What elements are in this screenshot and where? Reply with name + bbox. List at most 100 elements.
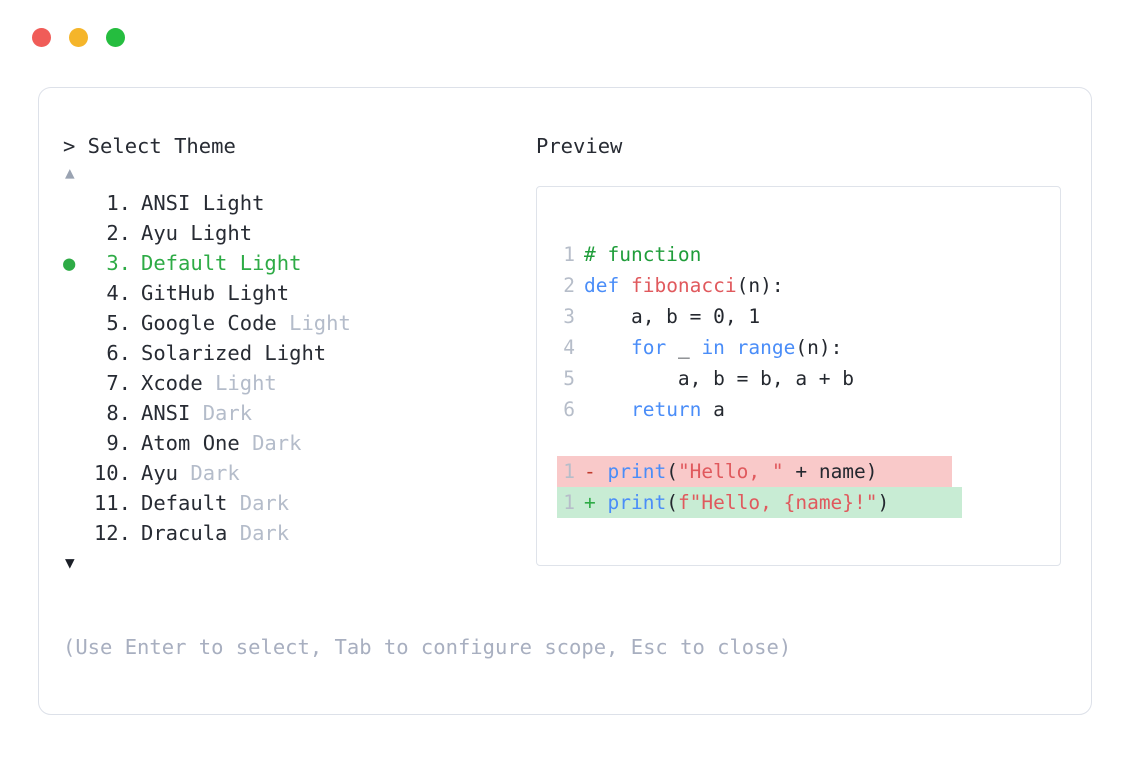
theme-list-item[interactable]: 7. Xcode Light	[63, 368, 523, 398]
preview-label: Preview	[536, 134, 623, 158]
theme-item-label: Dracula Dark	[141, 521, 290, 545]
code-line: 4 for _ in range(n):	[537, 332, 1060, 363]
code-token: # function	[584, 243, 702, 266]
diff-removed-line: 1- print("Hello, " + name)	[537, 456, 1060, 487]
theme-list-item[interactable]: 6.Solarized Light	[63, 338, 523, 368]
code-line-text: a, b = b, a + b	[575, 363, 854, 394]
theme-item-index: 10.	[93, 461, 131, 485]
theme-list-item[interactable]: 8.ANSI Dark	[63, 398, 523, 428]
line-number: 6	[563, 398, 575, 421]
line-number: 1	[563, 460, 575, 483]
code-line-text: - print("Hello, " + name)	[575, 456, 878, 487]
code-token: print	[607, 460, 667, 483]
code-token: _	[666, 336, 702, 359]
theme-item-variant: Dark	[239, 521, 290, 545]
selected-bullet-icon	[63, 188, 89, 218]
scroll-down-icon[interactable]: ▼	[65, 553, 75, 572]
code-token: (n):	[736, 274, 784, 297]
theme-item-label: Solarized Light	[141, 341, 327, 365]
theme-item-label: Default Dark	[141, 491, 290, 515]
code-token: a	[701, 398, 725, 421]
theme-list-item[interactable]: 9.Atom One Dark	[63, 428, 523, 458]
code-line: 1 # function	[537, 239, 1060, 270]
selected-bullet-icon	[63, 458, 89, 488]
theme-item-variant: Light	[289, 311, 351, 335]
code-line: 6 return a	[537, 394, 1060, 425]
code-token: return	[630, 398, 702, 421]
code-token: (n):	[795, 336, 843, 359]
theme-list-item[interactable]: 11. Default Dark	[63, 488, 523, 518]
maximize-dot[interactable]	[106, 28, 125, 47]
theme-item-label: Xcode Light	[141, 371, 277, 395]
selected-bullet-icon	[63, 218, 89, 248]
line-number: 1	[563, 243, 575, 266]
code-token: + name)	[783, 460, 878, 483]
theme-item-index: 3.	[106, 251, 131, 275]
code-token: (	[666, 491, 678, 514]
code-token: a, b = b, a + b	[584, 367, 855, 390]
theme-list-item[interactable]: 5. Google Code Light	[63, 308, 523, 338]
code-line-text: for _ in range(n):	[575, 332, 842, 363]
theme-item-index: 5.	[106, 311, 131, 335]
theme-item-index: 11.	[93, 491, 131, 515]
code-line-text: def fibonacci(n):	[575, 270, 784, 301]
code-token	[584, 398, 631, 421]
selected-bullet-icon	[63, 518, 89, 548]
code-token: def	[584, 274, 631, 297]
diff-highlight	[557, 456, 952, 487]
code-line-text: # function	[575, 239, 701, 270]
code-token: print	[607, 491, 667, 514]
code-token: )	[877, 491, 890, 514]
diff-highlight	[557, 487, 962, 518]
diff-marker: +	[584, 491, 608, 514]
theme-list-item[interactable]: 10.Ayu Dark	[63, 458, 523, 488]
theme-list[interactable]: 1.ANSI Light 2. Ayu Light ●3.Default Light…	[63, 188, 523, 548]
code-line-text: return a	[575, 394, 725, 425]
page-title: > Select Theme	[63, 134, 236, 158]
theme-item-label: Ayu Light	[141, 221, 253, 245]
line-number: 3	[563, 305, 575, 328]
theme-item-label: Atom One Dark	[141, 431, 302, 455]
close-dot[interactable]	[32, 28, 51, 47]
selected-bullet-icon	[63, 428, 89, 458]
diff-marker: -	[584, 460, 608, 483]
theme-list-item[interactable]: ●3.Default Light	[63, 248, 523, 278]
theme-item-variant: Dark	[252, 431, 302, 455]
theme-item-index: 4.	[106, 281, 131, 305]
theme-item-label: GitHub Light	[141, 281, 290, 305]
diff-added-line: 1+ print(f"Hello, {name}!")	[537, 487, 1060, 518]
selected-bullet-icon	[63, 308, 89, 338]
theme-list-item[interactable]: 2. Ayu Light	[63, 218, 523, 248]
theme-item-index: 12.	[93, 521, 131, 545]
line-number: 5	[563, 367, 575, 390]
theme-item-label: ANSI Dark	[141, 401, 253, 425]
theme-item-variant: Light	[215, 371, 277, 395]
code-token: "Hello, "	[677, 460, 784, 483]
selected-bullet-icon	[63, 278, 89, 308]
theme-item-index: 7.	[106, 371, 131, 395]
code-line-text: a, b = 0, 1	[575, 301, 760, 332]
diff-block: 1- print("Hello, " + name)1+ print(f"Hel…	[537, 456, 1060, 518]
theme-selector-column: > Select Theme ▲ 1.ANSI Light 2. Ayu Ligh…	[63, 132, 523, 576]
keyboard-hint: (Use Enter to select, Tab to configure s…	[63, 635, 792, 659]
theme-item-index: 2.	[106, 221, 131, 245]
code-token	[584, 336, 631, 359]
code-line-text: + print(f"Hello, {name}!")	[575, 487, 889, 518]
main-panel: > Select Theme ▲ 1.ANSI Light 2. Ayu Ligh…	[38, 87, 1092, 715]
selected-bullet-icon	[63, 488, 89, 518]
selected-bullet-icon	[63, 338, 89, 368]
theme-list-item[interactable]: 12. Dracula Dark	[63, 518, 523, 548]
theme-item-label: Google Code Light	[141, 311, 351, 335]
code-line: 3 a, b = 0, 1	[537, 301, 1060, 332]
theme-list-item[interactable]: 1.ANSI Light	[63, 188, 523, 218]
scroll-up-icon[interactable]: ▲	[65, 163, 75, 182]
minimize-dot[interactable]	[69, 28, 88, 47]
theme-item-index: 1.	[106, 191, 131, 215]
selected-bullet-icon	[63, 368, 89, 398]
code-token: in range	[701, 336, 796, 359]
theme-list-item[interactable]: 4. GitHub Light	[63, 278, 523, 308]
